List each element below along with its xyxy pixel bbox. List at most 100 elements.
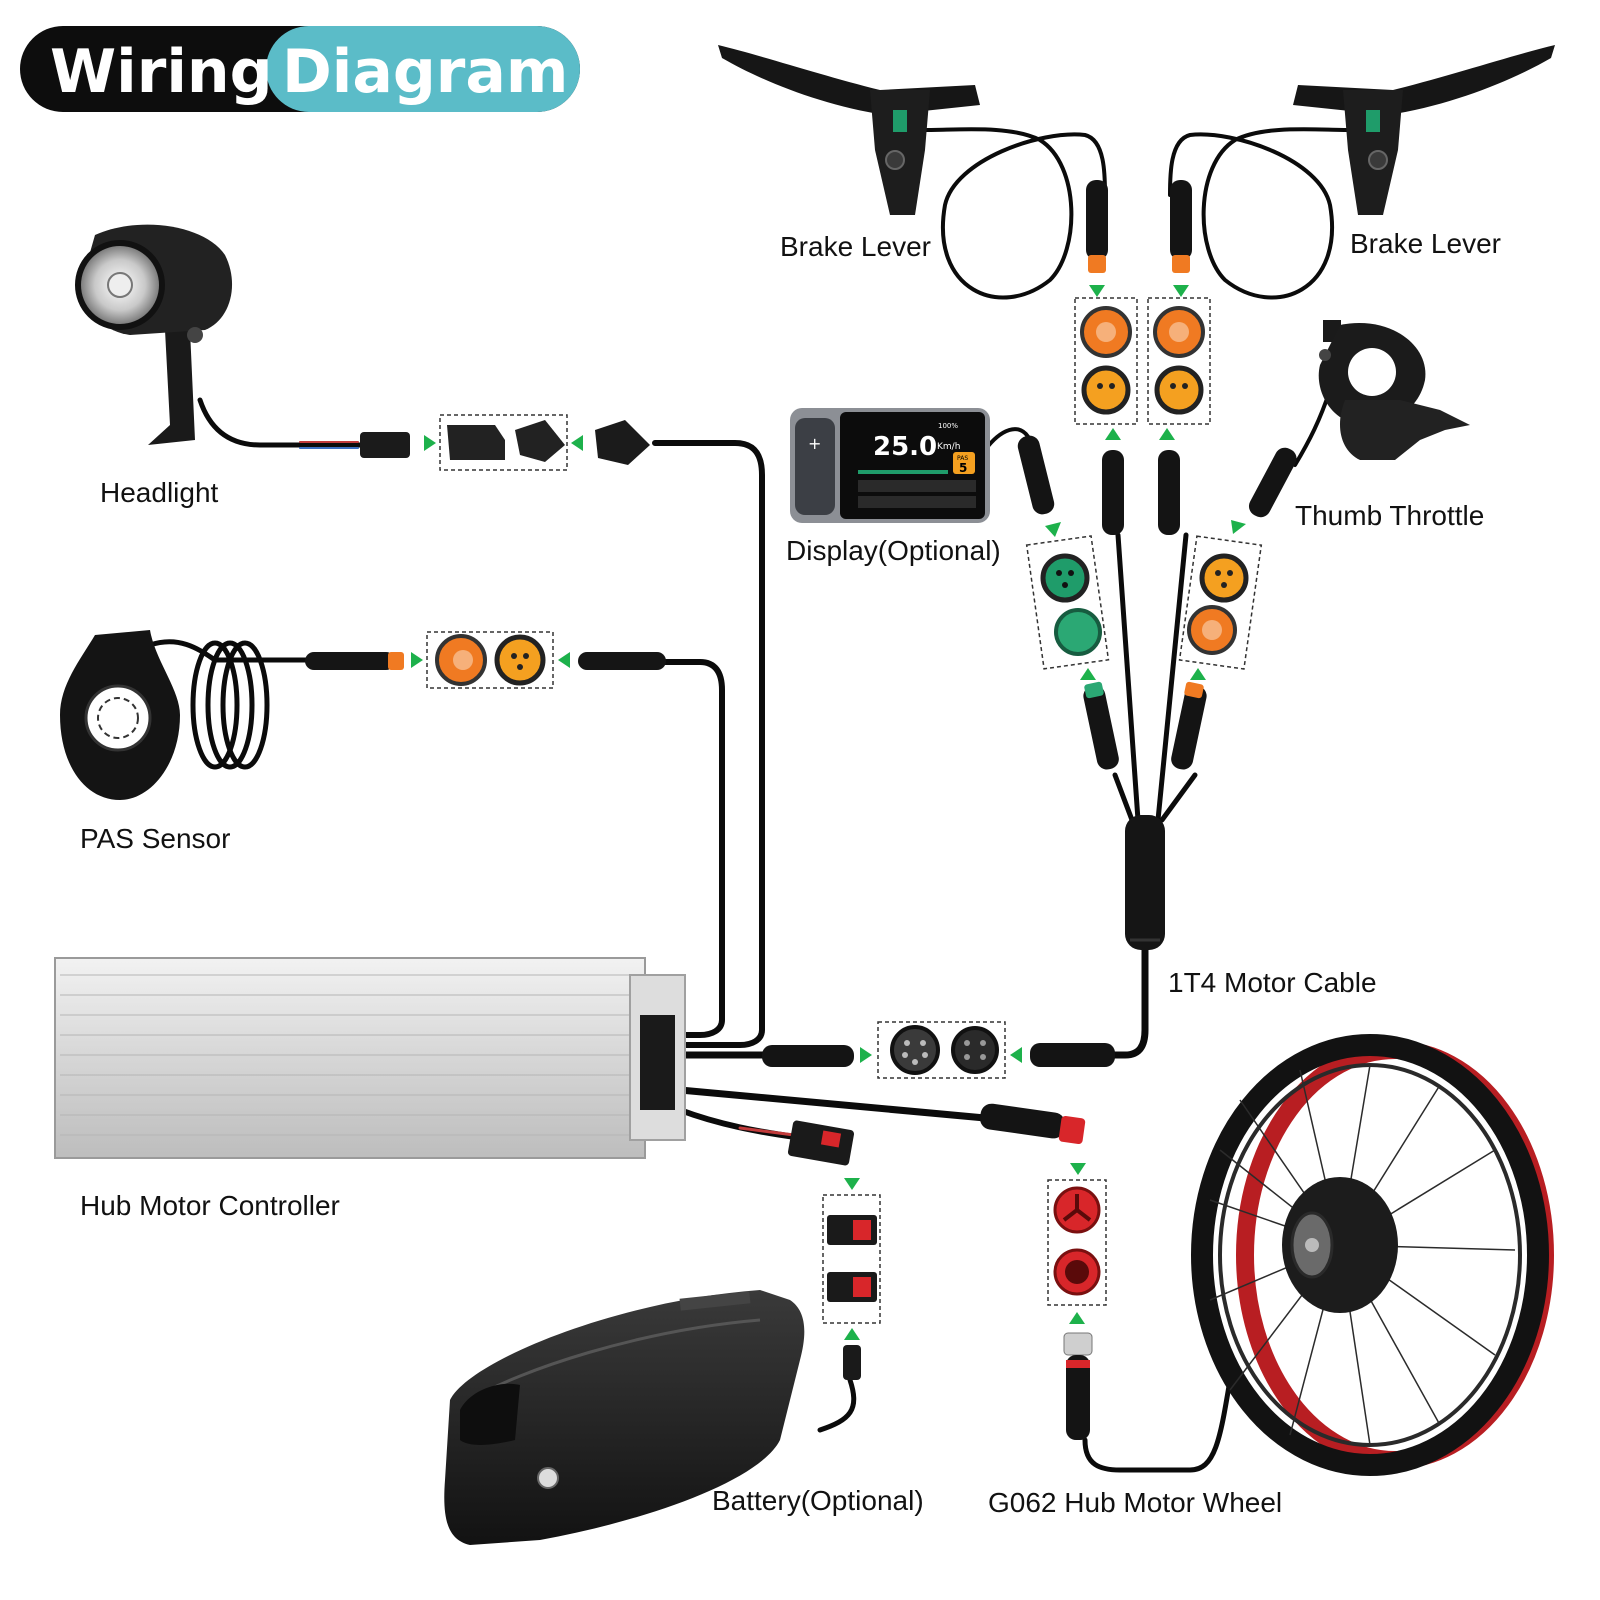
splitter-plug-throttle (1171, 685, 1207, 770)
display-button-panel (795, 418, 835, 515)
display-pas-label: PAS (957, 455, 968, 462)
pas-connector-pin (517, 664, 523, 670)
brake-connector-left-frame (1074, 297, 1138, 425)
arrow-icon (1070, 1163, 1086, 1175)
splitter-plug-display (1083, 685, 1119, 770)
headlight-icon (75, 224, 233, 445)
display-power-bar (858, 470, 948, 474)
controller-cable-gland (640, 1015, 675, 1110)
brake-lever-left-badge (893, 110, 907, 132)
headlight-plug-female (595, 420, 650, 465)
splitter-plug-brake-left (1102, 450, 1124, 535)
main-connector-pin (920, 1040, 926, 1046)
brake-lever-icon (1293, 45, 1555, 215)
brake-plug-left-tip (1088, 255, 1106, 273)
main-connector-pin (922, 1052, 928, 1058)
controller-body (54, 957, 646, 1159)
battery-body (444, 1290, 805, 1545)
pas-sensor-label: PAS Sensor (80, 823, 230, 854)
display-info-row (858, 496, 976, 508)
pas-connector-male (494, 634, 546, 686)
brake-cable-right (1168, 127, 1352, 300)
battery-controller-plug (787, 1120, 855, 1166)
hub-connector-frame (1047, 1179, 1107, 1306)
hub-motor-plug-body (1066, 1355, 1090, 1440)
splitter-branch-throttle (1159, 772, 1198, 823)
main-connector-pin (912, 1059, 918, 1065)
brake-lever-left-bolt (885, 150, 905, 170)
display-unit: Km/h (937, 442, 960, 452)
title-banner: Wiring Diagram (20, 26, 580, 112)
brake-connector-right-frame (1147, 297, 1211, 425)
hub-controller-plug (980, 1103, 1065, 1139)
splitter-plug-throttle-tip (1184, 681, 1204, 699)
display-plug (1017, 435, 1055, 515)
brake-lever-left-blade (718, 45, 980, 115)
arrow-icon (860, 1047, 872, 1063)
motor-cable-trunk (1106, 946, 1149, 1059)
headlight-connector-icon (360, 414, 650, 471)
headlight-knob (187, 327, 203, 343)
thumb-throttle-label: Thumb Throttle (1295, 500, 1484, 531)
headlight-label: Headlight (100, 477, 219, 508)
arrow-icon (844, 1328, 860, 1340)
controller-pas-cable (657, 659, 725, 1038)
controller-label: Hub Motor Controller (80, 1190, 340, 1221)
battery-plug (843, 1345, 861, 1380)
display-connector-icon (1025, 535, 1110, 670)
headlight-cable (197, 397, 363, 448)
throttle-clamp-hole (1348, 348, 1396, 396)
headlight-connector-b (515, 420, 565, 462)
arrow-icon (844, 1178, 860, 1190)
title-word-diagram: Diagram (282, 37, 568, 107)
brake-lever-right-label: Brake Lever (1350, 228, 1501, 259)
brake-connector-right-core (1169, 322, 1189, 342)
pas-coil-3 (220, 640, 270, 770)
battery-controller-plug-red (820, 1130, 842, 1148)
brake-lever-right-bolt (1368, 150, 1388, 170)
pas-connector-icon (305, 631, 666, 689)
battery-label-sticker (679, 1291, 751, 1311)
display-connector-female (1040, 553, 1090, 603)
brake-connector-pin (1097, 383, 1103, 389)
controller-fins (60, 974, 640, 1136)
splitter-branch-display (1112, 772, 1135, 823)
arrow-icon (1190, 668, 1206, 680)
motor-cable-icon (1125, 815, 1165, 950)
headlight-connector-a (447, 425, 505, 460)
pas-connector-pin (523, 653, 529, 659)
pas-connector-frame (426, 631, 554, 689)
brake-plug-right-tip (1172, 255, 1190, 273)
pas-disc-inner (97, 697, 139, 739)
hub-controller-plug-tip (1058, 1115, 1086, 1145)
hub-motor-wheel-label: G062 Hub Motor Wheel (988, 1487, 1282, 1518)
display-connector-pin (1056, 570, 1062, 576)
pas-plug-left-tip (388, 652, 404, 670)
pas-disc-hole (84, 684, 152, 752)
display-icon: + 25.0 Km/h 100% PAS 5 (790, 408, 990, 523)
hub-motor-wheel-icon (1191, 1034, 1554, 1476)
display-connector-pin (1062, 582, 1068, 588)
main-connector-pin (964, 1054, 970, 1060)
display-plus-icon: + (808, 434, 821, 453)
splitter-plug-display-tip (1084, 681, 1104, 699)
main-connector-male (951, 1026, 999, 1074)
pas-plug-right (578, 652, 666, 670)
arrow-icon (1089, 285, 1105, 297)
throttle-bolt (1319, 349, 1331, 361)
brake-cable-left (923, 127, 1107, 300)
throttle-connector-male (1199, 553, 1249, 603)
display-connector-frame (1025, 535, 1110, 670)
display-speed: 25.0 (873, 432, 937, 462)
pas-connector-pin (511, 653, 517, 659)
brake-connector-right-male (1154, 365, 1204, 415)
arrow-icon (558, 652, 570, 668)
battery-controller-plug-body (787, 1120, 855, 1166)
throttle-cable (1293, 388, 1332, 467)
motor-cable-label: 1T4 Motor Cable (1168, 967, 1377, 998)
title-accent-pill (266, 26, 580, 112)
brake-lever-icon (718, 45, 980, 215)
throttle-connector-frame (1178, 535, 1263, 670)
battery-connector-bottom-red (853, 1277, 871, 1297)
